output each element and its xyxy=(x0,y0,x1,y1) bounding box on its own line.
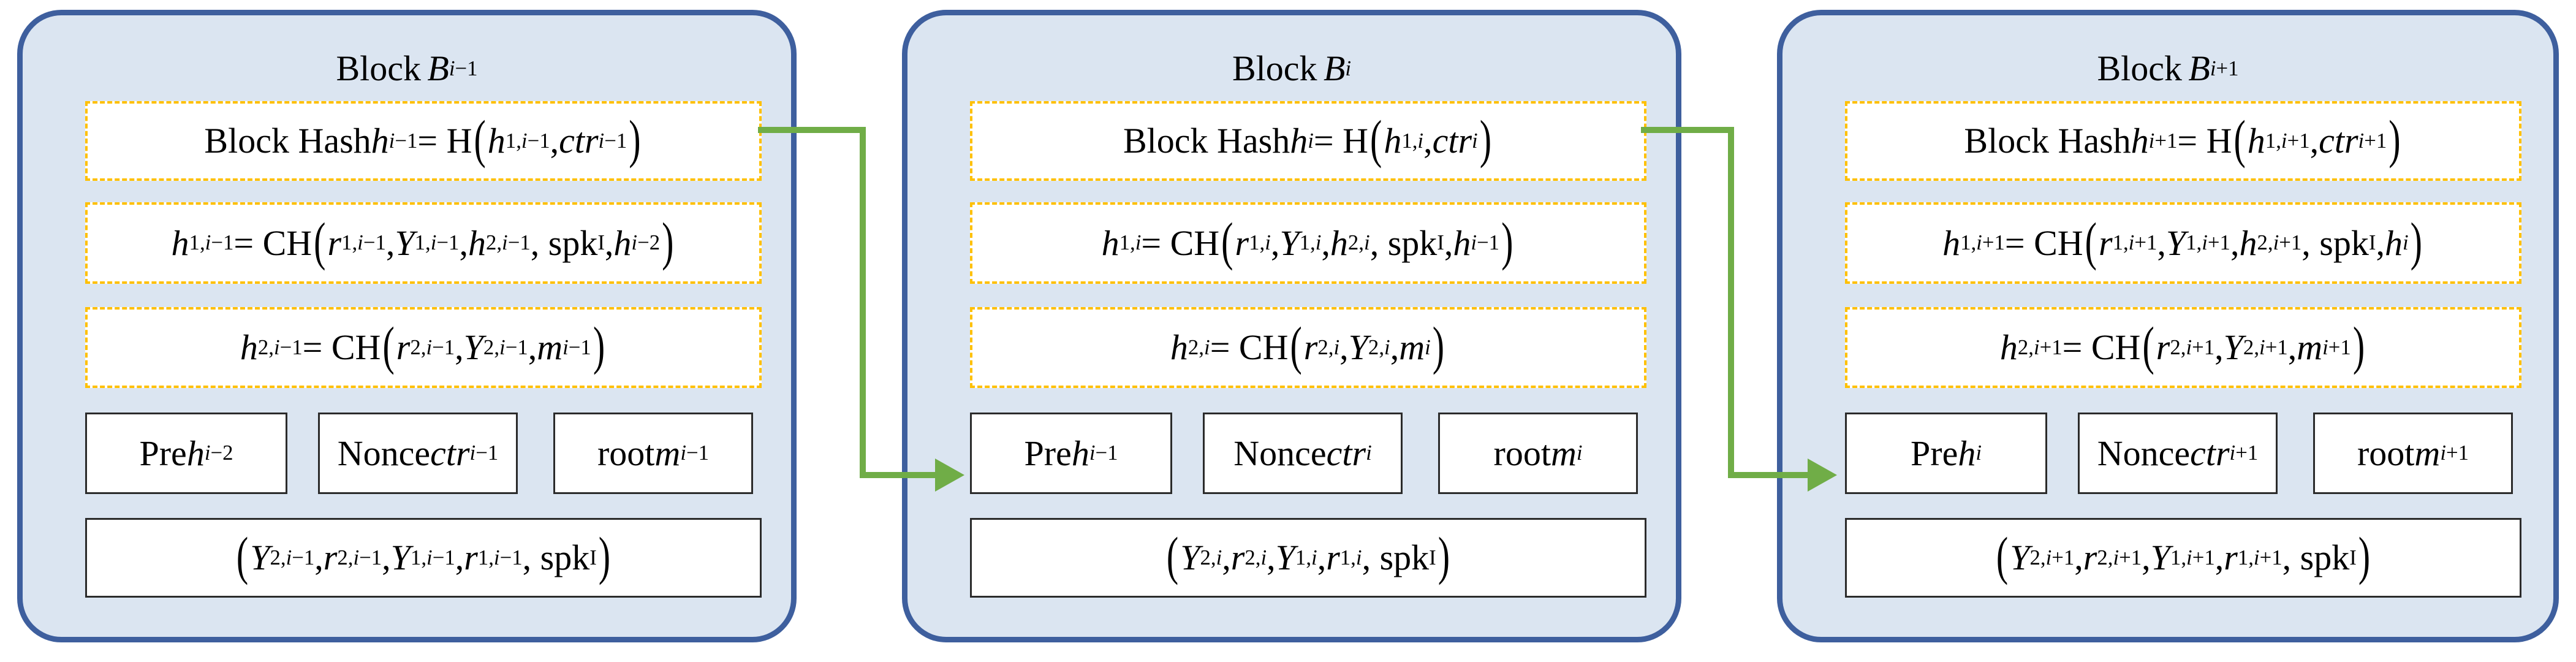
hash-link-arrow-2-segment-vertical xyxy=(1728,127,1734,478)
hash-link-arrow-2-segment-top xyxy=(1641,127,1734,133)
hash-link-arrow-2-segment-bottom xyxy=(1728,472,1810,478)
hash-link-arrow-2-arrowhead-icon xyxy=(1808,458,1837,492)
hash-link-arrow-1-segment-top xyxy=(758,127,866,133)
hash-link-arrow-1-arrowhead-icon xyxy=(935,458,964,492)
hash-link-arrow-1-segment-vertical xyxy=(860,127,866,478)
hash-link-arrow-1-segment-bottom xyxy=(860,472,938,478)
